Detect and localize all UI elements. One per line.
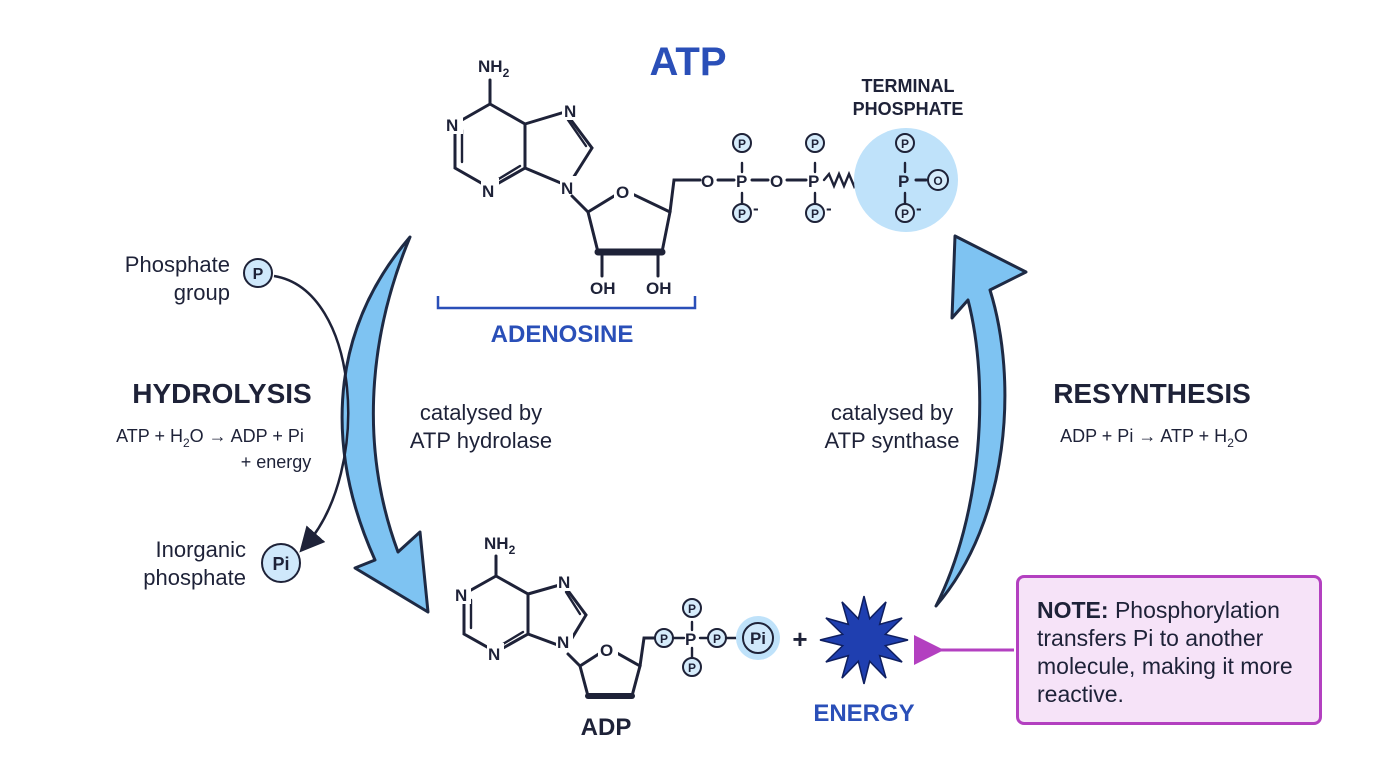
atp-n7: N <box>564 102 576 121</box>
atp-oh-left: OH <box>590 279 616 298</box>
adp-molecule: NH2 N N N N O P P P P P <box>454 534 780 699</box>
adenosine-bracket <box>436 296 697 310</box>
atp-n3: N <box>482 182 494 201</box>
svg-text:P: P <box>713 632 721 646</box>
svg-text:P: P <box>811 137 819 151</box>
inorganic-phosphate-label-2: phosphate <box>143 565 246 590</box>
resynthesis-equation: ADP + Pi → ATP + H2O <box>1060 426 1248 450</box>
resynthesis-arrow <box>934 234 1028 608</box>
atp-oh-right: OH <box>646 279 672 298</box>
svg-text:P: P <box>660 632 668 646</box>
svg-text:P: P <box>901 207 909 221</box>
atp-n1: N <box>446 116 458 135</box>
svg-text:P: P <box>738 207 746 221</box>
atp-p-2: P <box>808 172 819 191</box>
atp-ribose-o: O <box>616 183 629 202</box>
svg-text:P: P <box>685 630 696 649</box>
diagram-title: ATP <box>649 40 726 84</box>
inorganic-phosphate-icon <box>261 543 301 583</box>
svg-text:N: N <box>558 573 570 592</box>
hydrolysis-equation-2: + energy <box>241 452 312 472</box>
atp-p-3: P <box>898 172 909 191</box>
hydrolysis-heading: HYDROLYSIS <box>132 378 311 409</box>
atp-o-1: O <box>701 172 714 191</box>
hydrolase-label-1: catalysed by <box>420 400 542 425</box>
svg-text:O: O <box>600 641 613 660</box>
atp-o-2: O <box>770 172 783 191</box>
svg-text:P: P <box>901 137 909 151</box>
svg-text:P: P <box>688 661 696 675</box>
plus-sign: + <box>792 624 807 654</box>
adp-nh2-label: NH2 <box>484 534 516 557</box>
phosphate-group-label-1: Phosphate <box>125 252 230 277</box>
svg-text:P: P <box>253 266 264 283</box>
energy-label: ENERGY <box>813 700 914 727</box>
svg-text:N: N <box>455 586 467 605</box>
terminal-phosphate-label-2: PHOSPHATE <box>853 99 964 119</box>
svg-text:N: N <box>488 645 500 664</box>
svg-text:-: - <box>753 199 759 218</box>
phosphate-group-label-2: group <box>174 280 230 305</box>
svg-text:-: - <box>826 199 832 218</box>
svg-text:P: P <box>738 137 746 151</box>
hydrolysis-equation-1: ATP + H2O → ADP + Pi <box>116 426 304 450</box>
svg-text:-: - <box>916 199 922 218</box>
atp-p-1: P <box>736 172 747 191</box>
svg-text:P: P <box>688 602 696 616</box>
svg-text:P: P <box>811 207 819 221</box>
terminal-phosphate-highlight <box>854 128 958 232</box>
adenosine-label: ADENOSINE <box>491 321 634 348</box>
adp-pi-icon <box>742 622 774 654</box>
adp-label: ADP <box>581 714 632 741</box>
svg-text:O: O <box>933 174 942 188</box>
hydrolase-label-2: ATP hydrolase <box>410 428 552 453</box>
inorganic-phosphate-label-1: Inorganic <box>155 537 246 562</box>
phosphate-group-icon <box>243 258 273 288</box>
note-box: NOTE: Phosphorylation transfers Pi to an… <box>1016 575 1322 725</box>
note-text: Phosphorylation transfers Pi to another … <box>1037 597 1293 707</box>
svg-text:Pi: Pi <box>272 554 289 574</box>
atp-nh2-label: NH2 <box>478 57 510 80</box>
terminal-phosphate-label-1: TERMINAL <box>862 76 955 96</box>
hydrolysis-arrow <box>340 235 430 614</box>
svg-text:N: N <box>557 633 569 652</box>
synthase-label-1: catalysed by <box>831 400 953 425</box>
atp-molecule: NH2 N N N N O OH OH O P O <box>445 57 958 298</box>
phosphate-release-arrow <box>273 274 350 553</box>
energy-starburst-icon <box>819 595 909 685</box>
synthase-label-2: ATP synthase <box>825 428 960 453</box>
svg-text:Pi: Pi <box>750 629 766 648</box>
note-bold-label: NOTE: <box>1037 597 1109 623</box>
resynthesis-heading: RESYNTHESIS <box>1053 378 1251 409</box>
atp-n9: N <box>561 179 573 198</box>
